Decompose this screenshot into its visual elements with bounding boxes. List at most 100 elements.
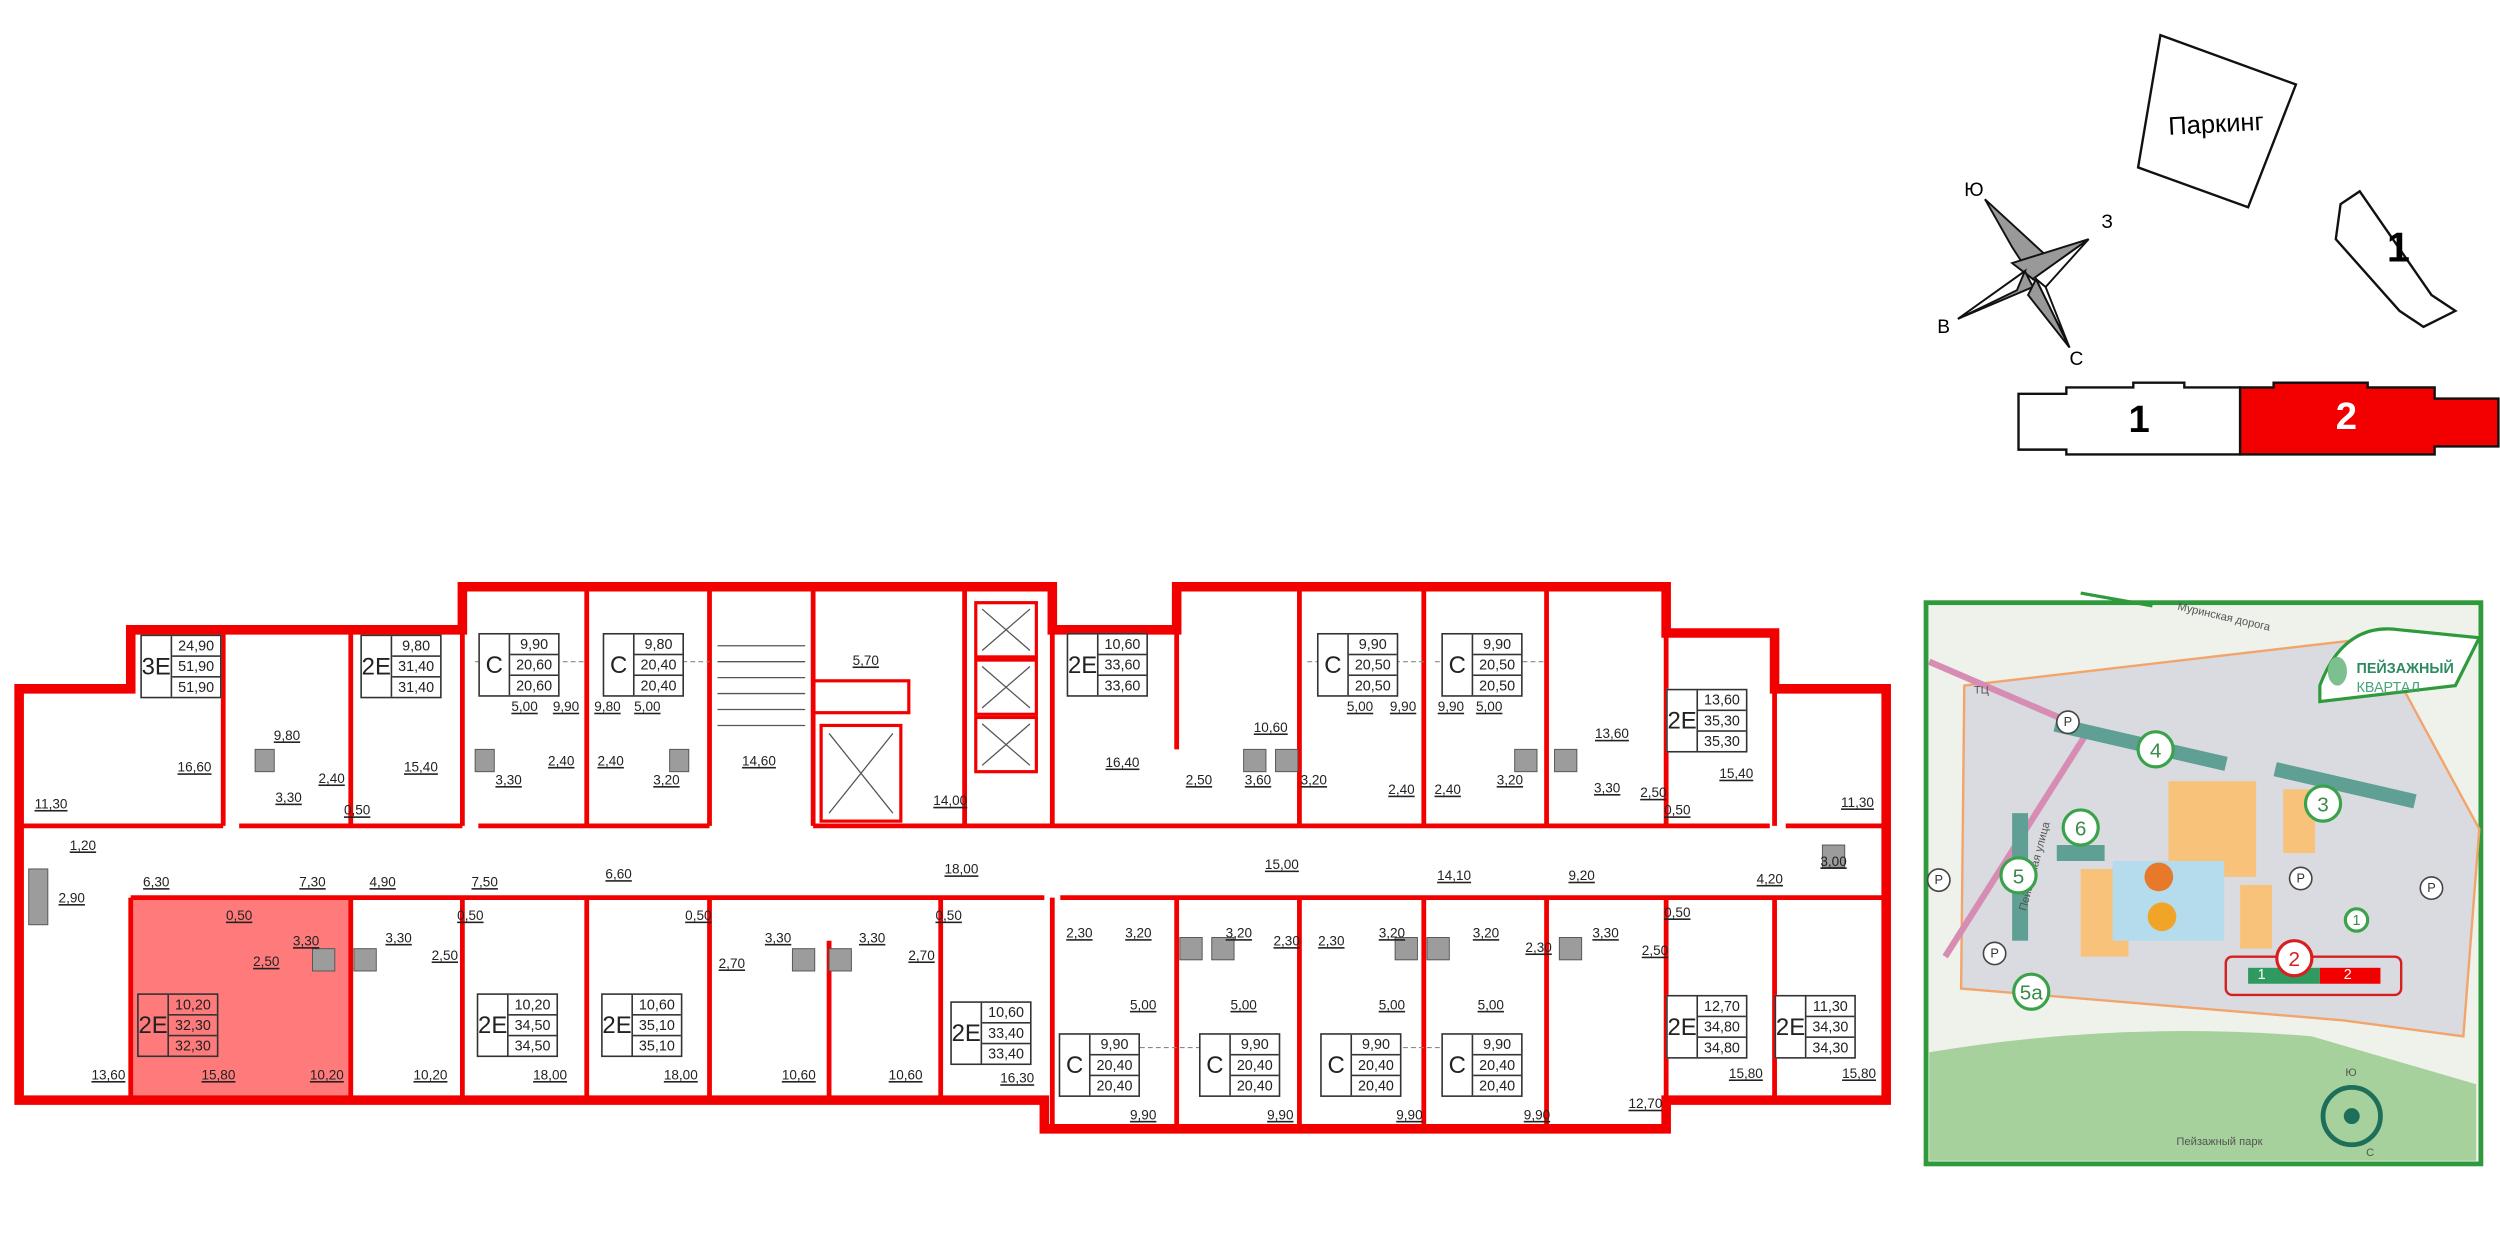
room-area-label: 2,40 [548,752,575,769]
map-park-label: Пейзажный парк [2176,1136,2263,1148]
apartment-living-area: 9,90 [1473,635,1522,656]
apartment-area: 51,90 [178,679,215,696]
apartment-total-area: 20,40 [634,655,683,677]
room-area-label: 2,50 [1185,771,1213,788]
map-building-5a[interactable]: 5а [2012,972,2051,1011]
room-area-label: 15,40 [1719,765,1754,782]
room-area-label: 15,40 [403,758,438,775]
parking-building [2136,33,2298,209]
apartment-area: 34,80 [1703,1039,1740,1056]
apartment-type: 2E [1667,690,1699,751]
room-area-label: 15,80 [201,1066,236,1083]
room-area-label: 3,20 [1300,771,1327,788]
apartment-type: C [1443,634,1474,696]
room-area-label: 5,00 [1129,996,1157,1013]
apartment-living-area: 24,90 [172,636,221,657]
room-area-label: 3,20 [653,771,680,788]
apartment-type: C [1319,634,1349,696]
room-area-label: 5,00 [1475,698,1503,715]
room-area-label: 14,60 [741,752,776,769]
room-area-label: 3,30 [385,929,412,946]
map-mall-label: ТЦ [1973,685,1989,697]
room-area-label: 18,00 [533,1066,568,1083]
room-area-label: 2,40 [1434,781,1461,798]
room-area-label: 0,50 [225,907,253,924]
building-1-label[interactable]: 1 [2128,398,2150,442]
room-area-label: 9,90 [1437,698,1465,715]
apartment-type: 2E [1776,996,1807,1058]
apartment-living-area: 9,90 [510,635,559,656]
map-parking-icon: P [1982,941,2007,966]
room-area-label: 2,40 [318,770,345,787]
apartment-living-area: 12,70 [1698,997,1746,1018]
apartment-total-area: 20,40 [1090,1055,1139,1077]
room-area-label: 7,50 [471,873,498,890]
room-area-label: 3,30 [1593,779,1621,796]
map-building-4[interactable]: 4 [2136,730,2175,769]
room-area-label: 3,20 [1496,771,1524,788]
apartment-area: 20,40 [1358,1077,1394,1094]
room-area-label: 5,00 [1378,996,1406,1013]
apartment-total-area: 34,50 [508,1016,557,1037]
map-compass-north: С [2366,1147,2375,1160]
map-building-6[interactable]: 6 [2061,808,2100,847]
room-area-label: 4,90 [369,873,396,890]
apartment-living-area: 9,90 [1473,1035,1522,1056]
room-area-label: 10,60 [888,1066,923,1083]
room-area-label: 10,20 [309,1066,344,1083]
compass-south-label: Ю [1964,178,1984,201]
room-area-label: 2,50 [1641,942,1669,959]
room-area-label: 0,50 [1664,801,1691,818]
apartment-total-area: 51,90 [172,657,221,678]
room-area-label: 0,50 [457,907,484,924]
apartment-type: 2E [478,994,509,1056]
apartment-total-area: 33,60 [1098,655,1147,677]
room-area-label: 16,40 [1105,754,1140,771]
building-1-block [2017,381,2242,456]
building-2-label[interactable]: 2 [2335,395,2358,439]
room-area-label: 3,20 [1225,924,1253,941]
apartment-type: C [480,634,511,696]
room-area-label: 10,60 [781,1066,816,1083]
room-area-label: 10,60 [1253,719,1288,736]
apartment-area: 20,40 [640,677,677,694]
room-area-label: 9,20 [1568,867,1595,884]
apartment-area: 33,60 [1104,677,1141,694]
map-building-5[interactable]: 5 [1999,856,2038,895]
room-area-label: 2,40 [1388,781,1415,798]
building-1-side-label: 1 [2386,223,2410,272]
map-building-1-small[interactable]: 1 [2343,907,2370,933]
apartment-total-area: 34,80 [1698,1017,1746,1038]
map-parking-icon: P [2288,866,2313,891]
room-area-label: 11,30 [34,795,68,812]
room-area-label: 9,90 [552,698,580,715]
room-area-label: 16,30 [1000,1069,1035,1086]
map-current-building[interactable]: 2 [2275,939,2314,978]
room-area-label: 2,30 [1318,932,1345,949]
map-building-3[interactable]: 3 [2303,784,2343,823]
apartment-area: 34,30 [1812,1039,1849,1056]
compass-north-label: С [2069,347,2084,370]
apartment-type: 2E [952,1002,983,1064]
room-area-label: 2,90 [58,889,85,906]
